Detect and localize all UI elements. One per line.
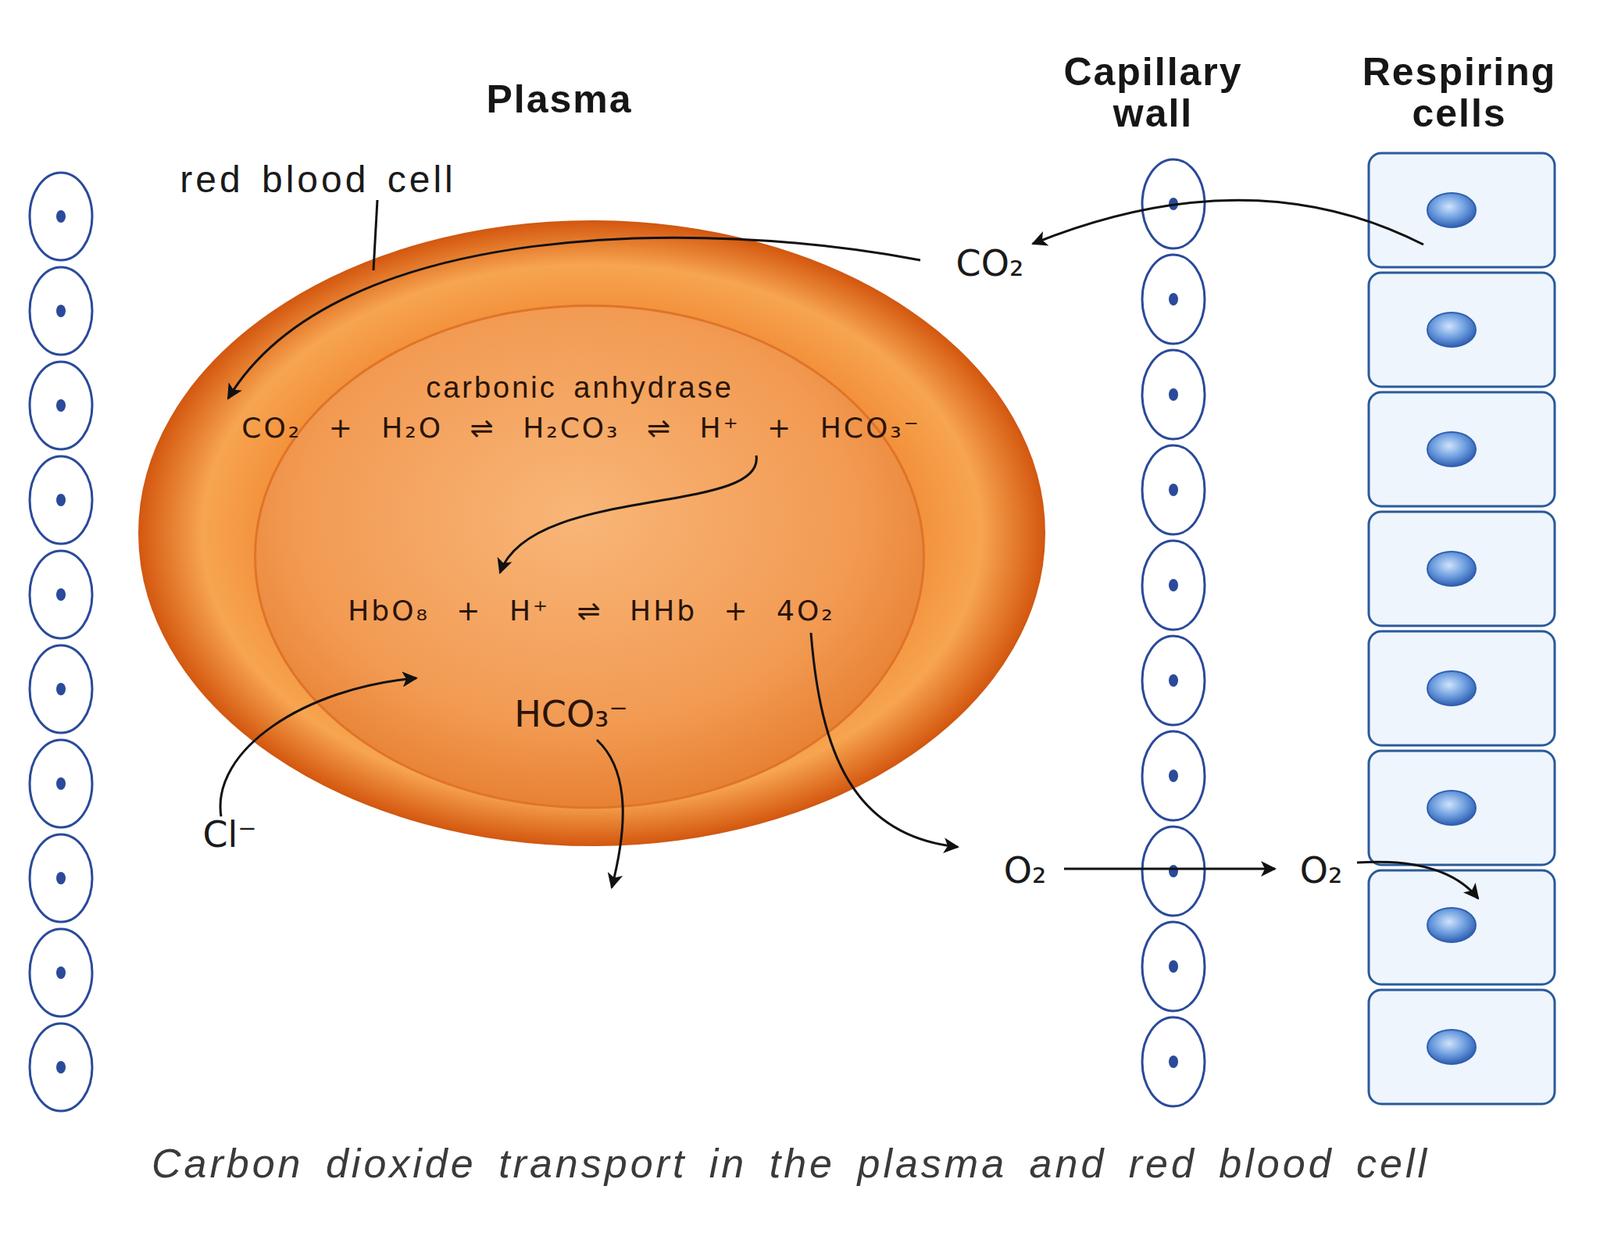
nucleus bbox=[1168, 960, 1179, 973]
endothelial-cell bbox=[29, 645, 93, 733]
right-capillary-nuclei bbox=[1168, 197, 1179, 1068]
nucleus bbox=[56, 493, 66, 507]
respiring-cells bbox=[1368, 153, 1555, 1104]
endothelial-cell bbox=[1142, 350, 1205, 440]
co2-entry-arrow bbox=[228, 237, 921, 399]
endothelial-cell bbox=[1142, 635, 1205, 725]
endothelial-cell bbox=[29, 172, 93, 261]
nucleus bbox=[1168, 674, 1179, 687]
figure-caption: Carbon dioxide transport in the plasma a… bbox=[151, 1139, 1430, 1187]
oxygen-uptake-arrow bbox=[1357, 861, 1479, 899]
endothelial-cell bbox=[1142, 445, 1205, 535]
part-label: red blood cell bbox=[179, 157, 457, 201]
endothelial-cell bbox=[29, 739, 93, 828]
nucleus bbox=[56, 966, 66, 979]
endothelial-cell bbox=[1142, 826, 1205, 916]
left-capillary-nuclei bbox=[56, 210, 66, 1074]
bicarbonate-exit-arrow bbox=[596, 739, 623, 888]
nucleus bbox=[56, 588, 66, 601]
endothelial-cell bbox=[29, 1023, 93, 1111]
endothelial-cell bbox=[29, 456, 93, 544]
nucleus bbox=[56, 777, 66, 790]
endothelial-cell bbox=[1142, 540, 1205, 630]
ion-label: HCO₃⁻ bbox=[514, 692, 629, 736]
ion-label: Cl⁻ bbox=[202, 813, 257, 856]
tissue-cell bbox=[1368, 870, 1555, 985]
endothelial-cell bbox=[1142, 1017, 1205, 1107]
cell-centre bbox=[255, 305, 925, 808]
nucleus bbox=[1168, 578, 1179, 592]
nucleus bbox=[1427, 1029, 1476, 1065]
co2-diffusion-arrow bbox=[1032, 200, 1424, 245]
region-heading: Respiring cells bbox=[1330, 51, 1589, 134]
molecule-label: CO₂ bbox=[956, 242, 1025, 285]
tissue-cell bbox=[1368, 750, 1555, 865]
nucleus bbox=[1168, 292, 1179, 306]
endothelial-cell bbox=[1142, 731, 1205, 821]
endothelial-cell bbox=[29, 267, 93, 355]
endothelial-cell bbox=[29, 361, 93, 450]
chemical-equation: CO₂ + H₂O ⇌ H₂CO₃ ⇌ H⁺ + HCO₃⁻ bbox=[241, 411, 921, 444]
tissue-cell bbox=[1368, 392, 1555, 507]
tissue-cell bbox=[1368, 989, 1555, 1104]
left-capillary-wall bbox=[29, 172, 93, 1111]
tissue-cell bbox=[1368, 272, 1555, 387]
chloride-shift-arrow bbox=[220, 678, 417, 817]
chemical-equation: HbO₈ + H⁺ ⇌ HHb + 4O₂ bbox=[347, 594, 836, 627]
nucleus bbox=[1427, 312, 1476, 347]
region-heading: Plasma bbox=[430, 78, 689, 121]
nucleus bbox=[56, 399, 66, 412]
nucleus bbox=[1427, 432, 1476, 467]
tissue-cell bbox=[1368, 153, 1555, 268]
molecule-label: O₂ bbox=[1300, 849, 1343, 892]
nucleus bbox=[1427, 907, 1476, 943]
oxygen-release-arrow bbox=[810, 632, 958, 847]
tissue-nuclei bbox=[1427, 192, 1476, 1065]
endothelial-cell bbox=[1142, 254, 1205, 344]
nucleus bbox=[1168, 1055, 1179, 1068]
molecule-label: O₂ bbox=[1003, 849, 1047, 892]
nucleus bbox=[1168, 197, 1179, 211]
tissue-cell bbox=[1368, 631, 1555, 746]
leader-line bbox=[373, 200, 378, 271]
endothelial-cell bbox=[1142, 159, 1205, 249]
proton-arrow bbox=[500, 455, 757, 573]
cell-outline bbox=[137, 219, 1047, 847]
region-heading: Capillary wall bbox=[1024, 51, 1283, 134]
red-blood-cell: red blood cellcarbonic anhydraseCO₂ + H₂… bbox=[137, 219, 1047, 847]
nucleus bbox=[1168, 769, 1179, 783]
endothelial-cell bbox=[1142, 921, 1205, 1011]
enzyme-label: carbonic anhydrase bbox=[425, 371, 734, 405]
tissue-cell bbox=[1368, 511, 1555, 626]
nucleus bbox=[1168, 483, 1179, 497]
nucleus bbox=[1427, 671, 1476, 706]
nucleus bbox=[56, 871, 66, 885]
nucleus bbox=[1427, 192, 1476, 228]
nucleus bbox=[1427, 790, 1476, 825]
nucleus bbox=[56, 210, 66, 223]
nucleus bbox=[1427, 551, 1476, 586]
nucleus bbox=[56, 1060, 66, 1074]
nucleus bbox=[1168, 388, 1179, 401]
nucleus bbox=[1168, 864, 1179, 878]
endothelial-cell bbox=[29, 834, 93, 922]
nucleus bbox=[56, 304, 66, 318]
endothelial-cell bbox=[29, 550, 93, 639]
nucleus bbox=[56, 682, 66, 696]
endothelial-cell bbox=[29, 928, 93, 1017]
cell-rim bbox=[139, 221, 1045, 846]
oxygen-diffusion-arrow bbox=[1064, 867, 1275, 871]
right-capillary-wall bbox=[1142, 159, 1205, 1107]
